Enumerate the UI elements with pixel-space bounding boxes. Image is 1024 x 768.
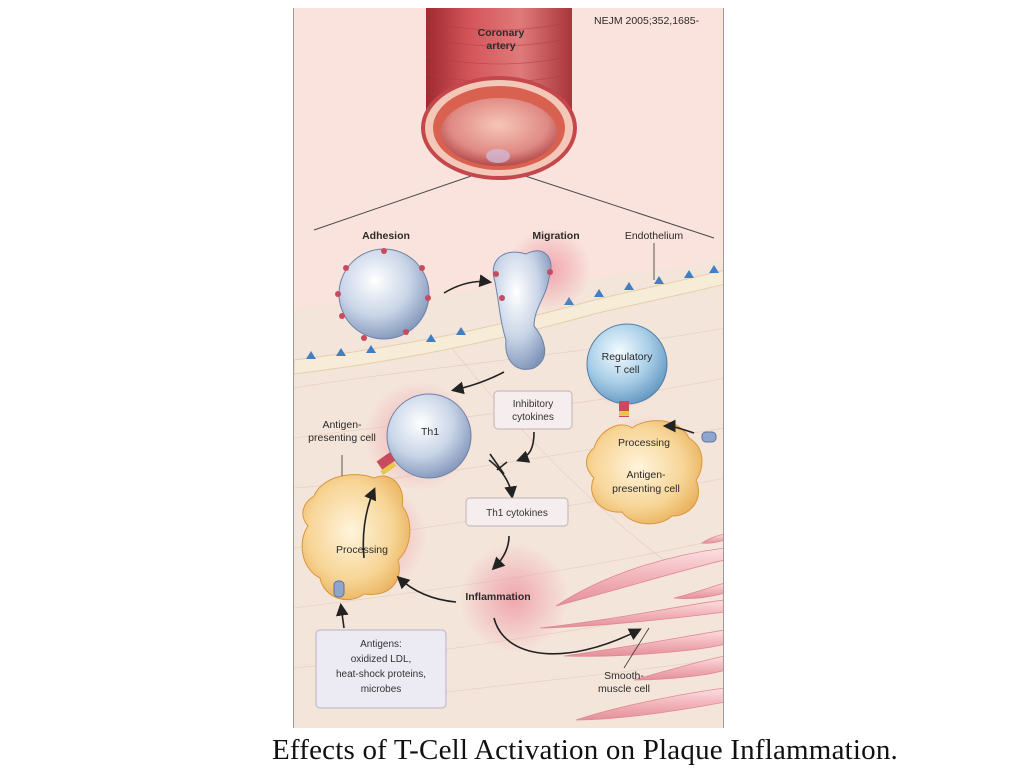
apc-right-label-2: presenting cell xyxy=(612,483,680,495)
regulatory-t-cell-label-1: Regulatory xyxy=(602,351,654,363)
migration-cell xyxy=(492,250,553,370)
smooth-muscle-label-1: Smooth- xyxy=(604,670,644,682)
regulatory-t-cell-label-2: T cell xyxy=(615,364,640,376)
antigens-label-2: oxidized LDL, xyxy=(351,654,412,665)
leader-lines xyxy=(341,243,655,669)
smooth-muscle-label-2: muscle cell xyxy=(598,683,650,695)
adhesion-label: Adhesion xyxy=(362,230,410,242)
inhibitory-cytokines-box xyxy=(493,390,573,430)
apc-left xyxy=(301,474,411,601)
th1-cell xyxy=(386,393,472,479)
apc-right-label-1: Antigen- xyxy=(626,469,666,481)
coronary-artery-illustration xyxy=(421,8,577,180)
inhibition-bar xyxy=(496,461,508,471)
receptor-junction-right xyxy=(619,401,629,417)
figure-caption: Effects of T-Cell Activation on Plaque I… xyxy=(272,734,898,766)
adhesion-cell xyxy=(335,248,431,341)
glow-inflammation xyxy=(459,543,569,653)
smooth-muscle-cells xyxy=(539,533,723,721)
antigens-label-1: Antigens: xyxy=(360,639,402,650)
endothelium-label: Endothelium xyxy=(625,230,684,242)
processing-left-label: Processing xyxy=(336,544,388,556)
antigens-label-3: heat-shock proteins, xyxy=(336,669,426,680)
processing-right-label: Processing xyxy=(618,437,670,449)
antigen-capsule-right xyxy=(701,431,717,443)
inhibition-line xyxy=(489,453,505,475)
t-cell-plaque-diagram: NEJM 2005;352,1685- Coronary artery Adhe… xyxy=(293,8,724,728)
process-arrows xyxy=(362,274,695,655)
th1-cytokines-label: Th1 cytokines xyxy=(486,508,548,519)
th1-label: Th1 xyxy=(421,426,439,438)
migration-label: Migration xyxy=(532,230,579,242)
citation-text: NEJM 2005;352,1685- xyxy=(594,15,700,27)
th1-cytokines-box xyxy=(465,497,569,527)
coronary-artery-label-2: artery xyxy=(486,40,515,52)
receptor-junction-left xyxy=(376,452,397,476)
coronary-artery-label-1: Coronary xyxy=(478,27,525,39)
inhibitory-cytokines-label-1: Inhibitory xyxy=(513,399,554,410)
apc-right xyxy=(586,420,703,525)
apc-left-label-2: presenting cell xyxy=(308,432,376,444)
apc-left-label-1: Antigen- xyxy=(322,419,362,431)
antigens-arrow xyxy=(335,602,349,629)
antigens-box xyxy=(315,629,447,709)
antigen-capsule-left xyxy=(333,580,345,598)
inflammation-label: Inflammation xyxy=(465,591,530,603)
inhibitory-cytokines-label-2: cytokines xyxy=(512,412,554,423)
antigens-label-4: microbes xyxy=(361,684,402,695)
